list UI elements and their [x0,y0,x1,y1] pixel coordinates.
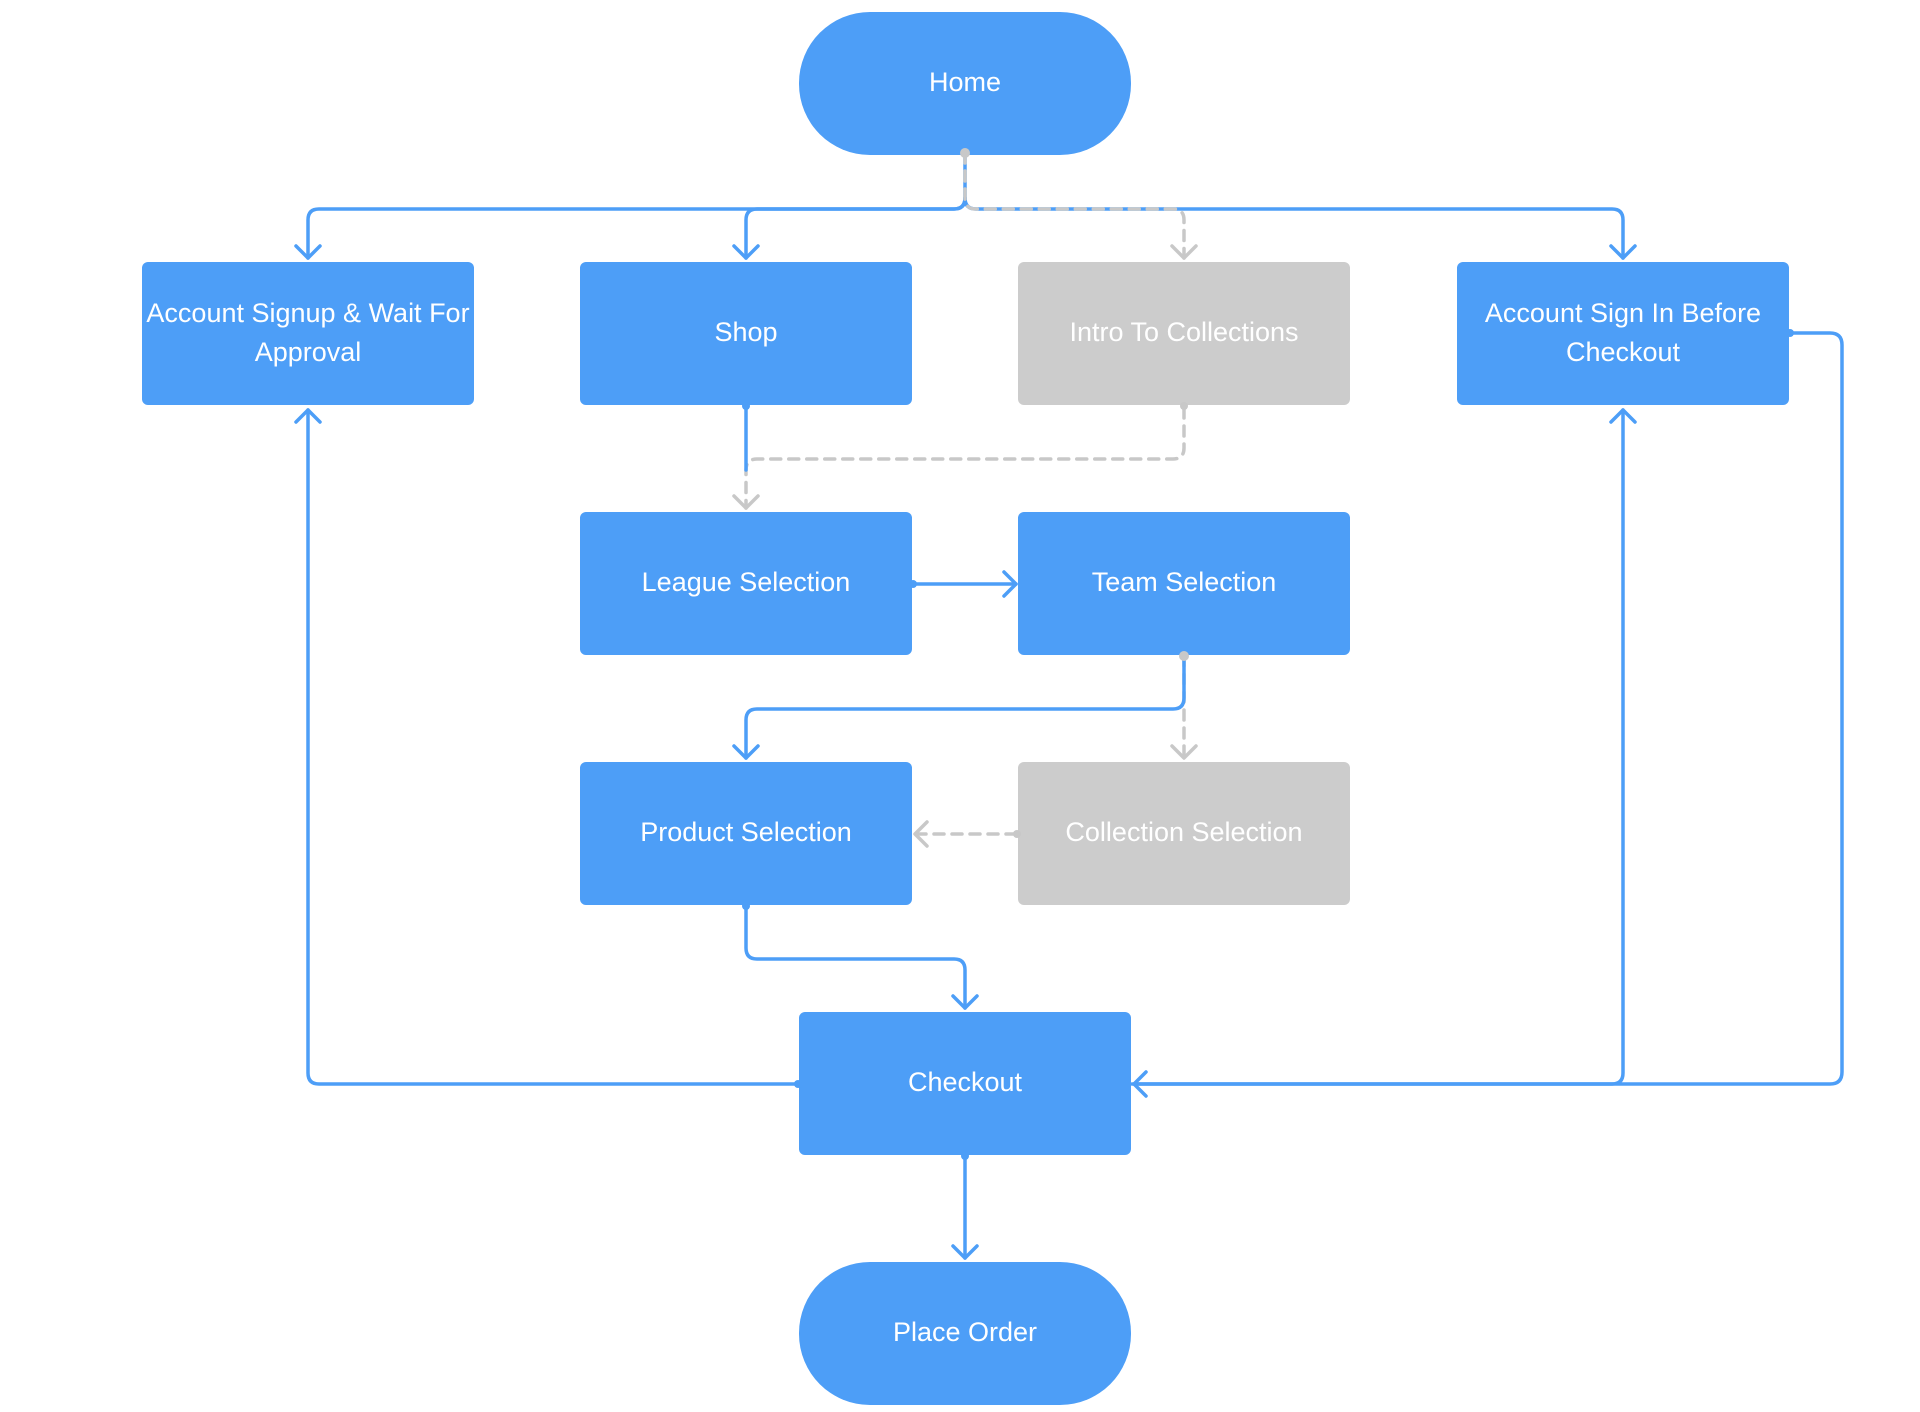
node-place-order[interactable]: Place Order [799,1262,1131,1405]
edge-home-to-account-signup [294,151,967,260]
edge-checkout-to-place-order [951,1156,979,1260]
node-account-signup[interactable]: Account Signup & Wait For Approval [142,262,474,405]
nodes-layer: Home Account Signup & Wait For Approval … [142,12,1789,1405]
node-league-selection-label: League Selection [642,567,851,597]
edge-league-to-team-selection [911,570,1018,598]
node-team-selection[interactable]: Team Selection [1018,512,1350,655]
node-home-label: Home [929,67,1001,97]
node-product-selection-label: Product Selection [640,817,852,847]
edge-product-to-checkout [744,906,979,1010]
ports-layer [742,148,1794,1160]
edge-home-to-shop [732,196,967,260]
port-dot-collection-left [1013,830,1021,838]
node-account-signin-label-line-1: Account Sign In Before [1485,298,1761,328]
node-product-selection[interactable]: Product Selection [580,762,912,905]
port-dot-checkout-bottom [961,1152,969,1160]
edge-checkout-to-account-signup [294,408,798,1086]
node-collection-selection[interactable]: Collection Selection [1018,762,1350,905]
node-shop[interactable]: Shop [580,262,912,405]
edge-intro-collections-to-league-selection [732,406,1186,510]
node-checkout-label: Checkout [908,1067,1023,1097]
node-collection-selection-label: Collection Selection [1065,817,1302,847]
node-intro-collections[interactable]: Intro To Collections [1018,262,1350,405]
port-dot-checkout-left [794,1080,802,1088]
port-dot-league-right [909,580,917,588]
node-account-signin[interactable]: Account Sign In Before Checkout [1457,262,1789,405]
node-account-signup-label-line-2: Approval [255,337,362,367]
port-dot-home-bottom [960,148,970,158]
node-shop-label: Shop [714,317,777,347]
port-dot-intro-bottom [1180,402,1188,410]
port-dot-product-bottom [742,902,750,910]
edge-home-to-account-signin [963,196,1637,260]
node-account-signin-label-line-2: Checkout [1566,337,1681,367]
node-place-order-label: Place Order [893,1317,1037,1347]
port-dot-signin-right [1786,329,1794,337]
port-dot-team-bottom [1179,651,1189,661]
edge-home-to-intro-collections [963,151,1198,260]
edge-checkout-to-account-signin [1130,408,1637,1086]
edge-collection-to-product-selection [913,820,1018,848]
node-checkout[interactable]: Checkout [799,1012,1131,1155]
port-dot-shop-bottom [742,402,750,410]
node-league-selection[interactable]: League Selection [580,512,912,655]
node-intro-collections-label: Intro To Collections [1069,317,1298,347]
node-account-signup-label-line-1: Account Signup & Wait For [146,298,469,328]
node-team-selection-label: Team Selection [1092,567,1277,597]
edge-account-signin-to-checkout [1132,331,1844,1098]
edges-layer [294,151,1844,1260]
edge-team-to-product-selection [732,654,1186,760]
node-home[interactable]: Home [799,12,1131,155]
